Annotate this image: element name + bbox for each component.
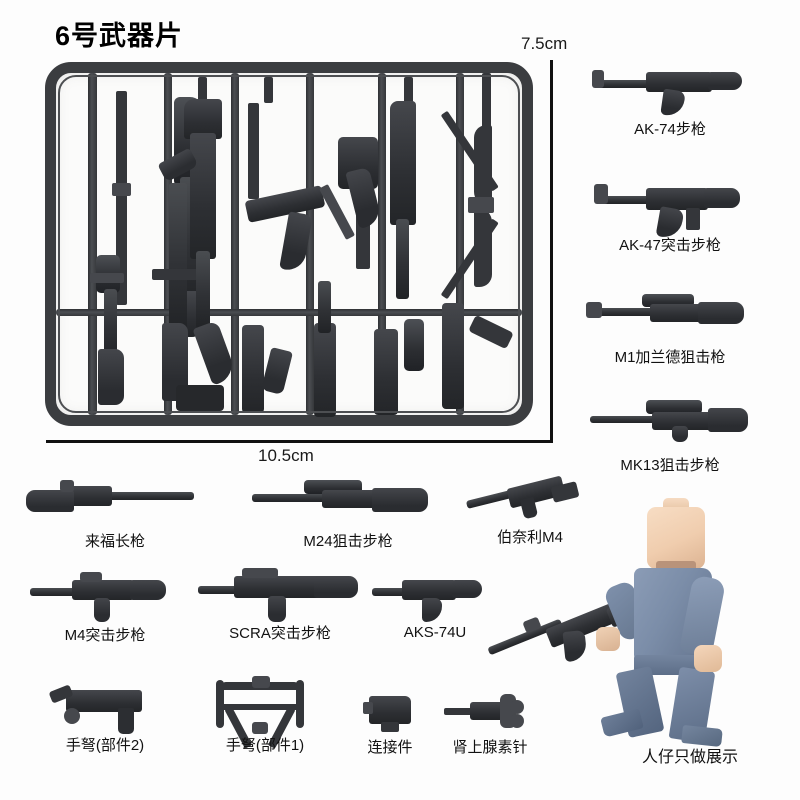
- sprue-part: [374, 329, 398, 415]
- sprue-part: [261, 346, 293, 396]
- sprue-part: [404, 77, 413, 103]
- item-label: AKS-74U: [403, 624, 467, 641]
- sprue-part: [112, 183, 131, 196]
- item-label: 来福长枪: [84, 533, 146, 550]
- minifigure-hand-back: [596, 627, 620, 651]
- catalog-item-m4-assault-rifle: M4突击步枪: [20, 562, 190, 644]
- crossbow-limb: [474, 207, 492, 287]
- sprue-part: [169, 183, 187, 333]
- catalog-item-m1-garand-sniper-rifle: M1加兰德狙击枪: [580, 284, 760, 366]
- sprue-part: [242, 325, 264, 413]
- catalog-item-adrenaline-syringe: 肾上腺素针: [440, 690, 540, 756]
- catalog-item-ak-74-rifle: AK-74步枪: [580, 58, 760, 138]
- catalog-item-m24-sniper-rifle: M24狙击步枪: [248, 472, 448, 550]
- crossbow-limb: [474, 125, 492, 207]
- catalog-item-benelli-m4: 伯奈利M4: [460, 468, 600, 546]
- catalog-item-mk13-sniper-rifle: MK13狙击步枪: [580, 392, 760, 474]
- catalog-item-rifle-long-gun: 来福长枪: [20, 472, 210, 550]
- dimension-line-horizontal: [46, 440, 553, 443]
- item-label: M4突击步枪: [64, 627, 146, 644]
- item-label: M24狙击步枪: [303, 533, 393, 550]
- page-title: 6号武器片: [55, 21, 184, 51]
- sprue-part: [404, 319, 424, 371]
- sprue-runner: [306, 73, 314, 415]
- sprue-part: [198, 77, 207, 107]
- sprue-runner: [56, 309, 522, 316]
- catalog-item-ak-47-assault-rifle: AK-47突击步枪: [580, 172, 760, 254]
- catalog-item-crossbow-part-1: 手弩(部件1): [200, 672, 330, 754]
- sprue-part: [196, 251, 210, 329]
- sprue-part: [442, 303, 464, 409]
- sprue-part: [468, 314, 514, 350]
- sprue-part: [90, 273, 124, 283]
- sprue-part: [318, 281, 331, 333]
- item-label: MK13狙击步枪: [620, 457, 720, 474]
- item-label: 手弩(部件2): [65, 737, 145, 754]
- sprue-part: [482, 73, 491, 133]
- sprue-part: [98, 349, 124, 405]
- item-label: 伯奈利M4: [497, 529, 563, 546]
- sprue-part: [396, 219, 409, 299]
- minifigure-disclaimer: 人仔只做展示: [641, 749, 739, 766]
- display-minifigure: 人仔只做展示: [487, 498, 790, 766]
- item-label: 连接件: [367, 739, 413, 756]
- catalog-item-aks-74u: AKS-74U: [360, 562, 510, 641]
- sprue-part: [176, 385, 224, 411]
- dimension-width-label: 10.5cm: [258, 446, 314, 465]
- sprue-part: [264, 77, 273, 103]
- item-label: SCRA突击步枪: [229, 625, 331, 642]
- sprue-part: [104, 289, 117, 359]
- item-label: M1加兰德狙击枪: [614, 349, 726, 366]
- dimension-line-vertical: [550, 60, 553, 443]
- minifigure-head: [647, 507, 705, 569]
- minifigure-hand-front: [694, 645, 722, 672]
- sprue-part: [248, 103, 259, 199]
- catalog-item-crossbow-part-2: 手弩(部件2): [40, 676, 170, 754]
- sprue-runner: [378, 73, 386, 415]
- item-label: 手弩(部件1): [225, 737, 305, 754]
- sprue-runner: [164, 73, 172, 415]
- sprue-part: [390, 101, 416, 225]
- sprue-part: [184, 99, 222, 139]
- catalog-item-scra-assault-rifle: SCRA突击步枪: [190, 560, 370, 642]
- item-label: AK-47突击步枪: [619, 237, 721, 254]
- sprue-part: [116, 91, 127, 305]
- item-label: 肾上腺素针: [452, 739, 528, 756]
- sprue-part: [314, 323, 336, 417]
- catalog-item-connector-piece: 连接件: [355, 690, 425, 756]
- sprue-part: [152, 269, 198, 280]
- item-label: AK-74步枪: [634, 121, 706, 138]
- sprue-runner: [456, 73, 464, 415]
- dimension-height-label: 7.5cm: [521, 34, 568, 53]
- sprue-runner: [231, 73, 239, 415]
- weapon-sprue-frame: [45, 62, 533, 426]
- sprue-part: [468, 197, 494, 213]
- sprue-runner: [88, 73, 97, 415]
- sprue-part: [190, 133, 216, 259]
